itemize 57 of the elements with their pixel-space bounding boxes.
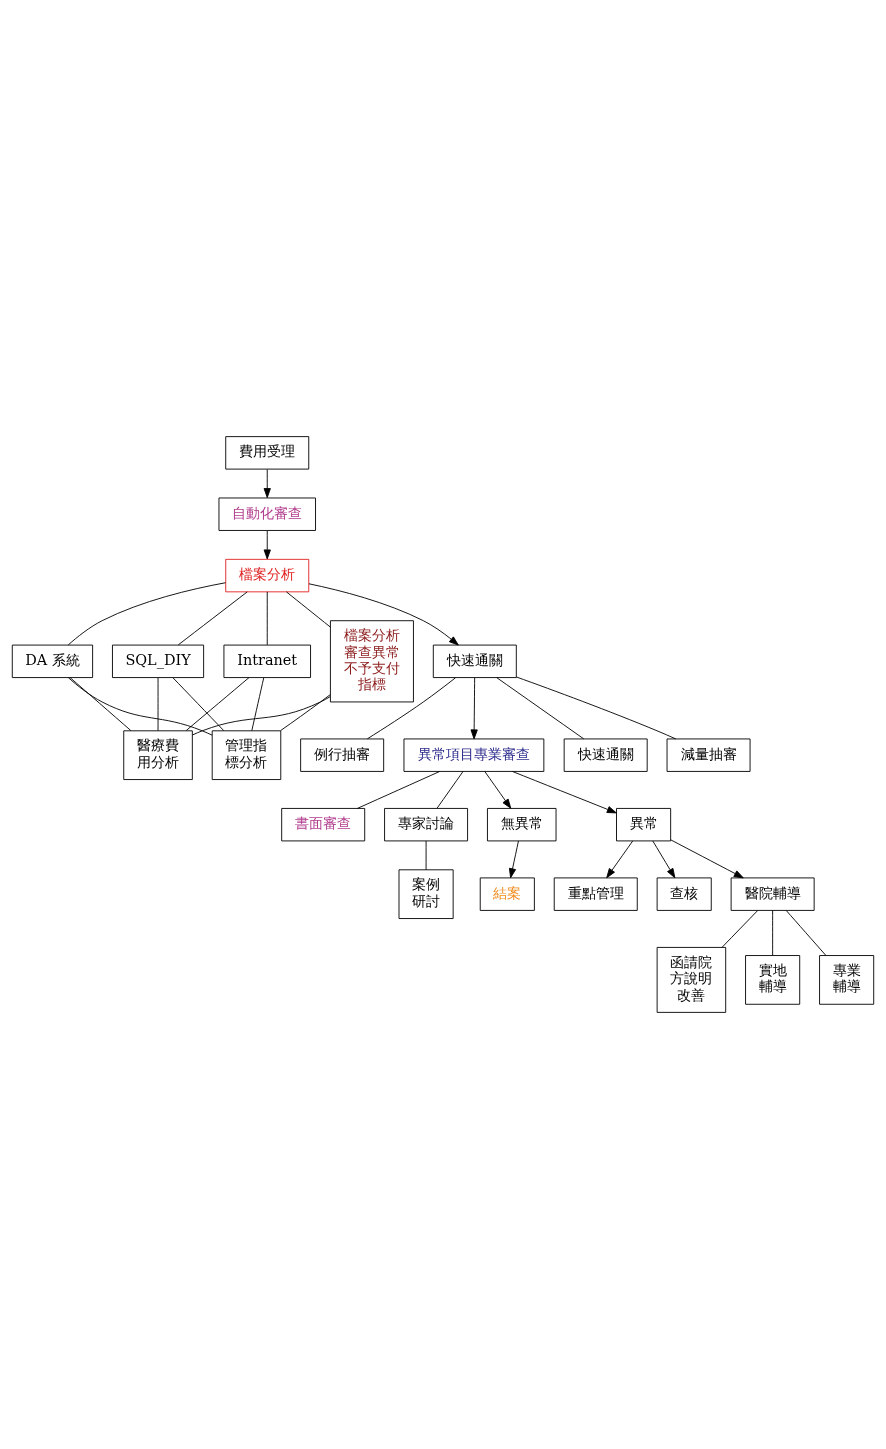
node-box: 自動化審查 [218, 497, 316, 531]
connector [251, 677, 265, 732]
connector [266, 591, 268, 646]
node-box: 費用受理 [225, 436, 310, 470]
arrow [652, 840, 676, 879]
node-box: 專業輔導 [819, 955, 875, 1005]
node-box: 無異常 [487, 807, 557, 842]
node-box: DA 系統 [11, 644, 94, 679]
node-box: 書面審查 [281, 807, 366, 842]
connector [515, 676, 677, 740]
connector [185, 677, 250, 731]
node-box: 檔案分析 [225, 558, 310, 593]
connector [772, 910, 774, 956]
node-box: 醫院輔導 [730, 877, 815, 911]
connector [177, 591, 248, 646]
node-box: 例行抽審 [300, 738, 385, 772]
arrow [263, 468, 271, 498]
connector [192, 696, 331, 736]
connector [785, 910, 827, 956]
connector [286, 591, 331, 628]
node-box: 函請院方說明改善 [656, 946, 727, 1013]
connector [69, 677, 132, 731]
arrow [470, 677, 478, 740]
arrow [263, 530, 271, 560]
connector [357, 771, 441, 809]
node-box: 異常 [616, 807, 672, 842]
node-box: 減量抽審 [666, 738, 751, 772]
node-box: 結案 [479, 877, 535, 911]
connector [721, 910, 759, 948]
node-box: 醫療費用分析 [123, 730, 193, 780]
arrow [508, 840, 519, 879]
connector [436, 771, 464, 809]
node-box: Intranet [223, 644, 311, 679]
arrow [511, 771, 617, 814]
node-box: 查核 [656, 877, 712, 911]
connector [67, 582, 226, 646]
connector [280, 694, 331, 732]
arrow [670, 839, 744, 879]
node-box: 快速通關 [563, 738, 648, 772]
arrow [484, 771, 512, 809]
arrow [308, 583, 459, 646]
node-box: 重點管理 [553, 877, 638, 911]
connector [67, 677, 213, 736]
node-box: 管理指標分析 [211, 730, 282, 780]
node-box: 快速通關 [432, 644, 517, 679]
connector [496, 677, 585, 740]
node-box: 專家討論 [384, 807, 469, 842]
node-box: 異常項目專業審查 [403, 738, 545, 772]
node-box: 實地輔導 [745, 955, 801, 1005]
connector [425, 840, 427, 871]
node-box: SQL_DIY [112, 644, 205, 679]
node-box: 案例研討 [398, 869, 454, 919]
arrow [606, 840, 634, 879]
connector [172, 677, 225, 732]
node-box: 檔案分析審查異常不予支付指標 [329, 620, 414, 703]
connector [157, 677, 159, 732]
connector [366, 677, 456, 740]
